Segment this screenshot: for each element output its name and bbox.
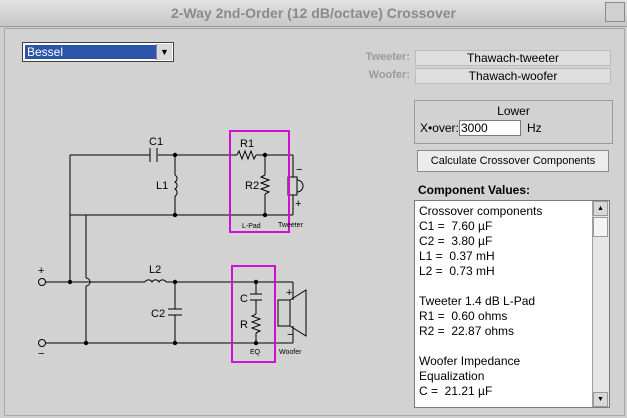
woofer-label: Woofer:: [368, 69, 410, 81]
eq-label: EQ: [250, 349, 261, 356]
l2-label: L2: [149, 264, 161, 276]
tweeter-field[interactable]: Thawach-tweeter: [415, 50, 611, 66]
r-label: R: [240, 319, 248, 331]
component-lines: Crossover components C1 = 7.60 µF C2 = 3…: [419, 204, 589, 399]
woofer-minus-label: −: [287, 329, 293, 341]
tweeter-plus-label: +: [295, 198, 301, 210]
list-item: R2 = 22.87 ohms: [419, 324, 515, 338]
woofer-field[interactable]: Thawach-woofer: [415, 68, 611, 84]
crossover-frequency-group: Lower X•over: 3000 Hz: [414, 100, 613, 144]
scroll-down-icon[interactable]: ▼: [593, 392, 608, 407]
woofer-schematic-label: Woofer: [279, 349, 302, 356]
scroll-up-icon[interactable]: ▲: [593, 201, 608, 216]
eq-highlight: [231, 265, 276, 363]
list-item: L2 = 0.73 mH: [419, 264, 495, 278]
tweeter-label: Tweeter:: [365, 51, 410, 63]
l1-label: L1: [156, 180, 168, 192]
crossover-frequency-input[interactable]: 3000: [459, 120, 521, 136]
list-item: C2 = 3.80 µF: [419, 234, 493, 248]
list-item: C = 21.21 µF: [419, 384, 493, 398]
input-minus-label: −: [38, 348, 44, 360]
component-list-scrollbar[interactable]: ▲ ▼: [592, 201, 609, 407]
list-item: Equalization: [419, 369, 485, 383]
chevron-down-icon[interactable]: ▼: [156, 44, 172, 60]
lpad-highlight: [229, 130, 290, 233]
calculate-components-button[interactable]: Calculate Crossover Components: [417, 150, 609, 172]
list-item: L1 = 0.37 mH: [419, 249, 495, 263]
crossover-label: X•over:: [420, 121, 459, 135]
window-close-button[interactable]: [605, 2, 625, 22]
filter-type-value: Bessel: [25, 45, 157, 59]
c-label: C: [240, 293, 248, 305]
lpad-label: L-Pad: [242, 223, 261, 230]
r1-label: R1: [240, 138, 254, 150]
window-title: 2-Way 2nd-Order (12 dB/octave) Crossover: [170, 5, 456, 21]
crossover-heading: Lower: [497, 104, 530, 118]
scroll-thumb[interactable]: [593, 217, 608, 237]
crossover-unit: Hz: [527, 121, 542, 135]
tweeter-schematic-label: Tweeter: [278, 222, 304, 229]
input-plus-label: +: [38, 265, 44, 277]
c2-label: C2: [151, 308, 165, 320]
component-values-heading: Component Values:: [418, 183, 531, 197]
woofer-plus-label: +: [286, 287, 292, 299]
list-item: Tweeter 1.4 dB L-Pad: [419, 294, 536, 308]
component-values-list[interactable]: Crossover components C1 = 7.60 µF C2 = 3…: [414, 200, 610, 408]
filter-type-select[interactable]: Bessel ▼: [22, 42, 174, 62]
list-item: Woofer Impedance: [419, 354, 521, 368]
list-item: C1 = 7.60 µF: [419, 219, 493, 233]
window-title-bar: 2-Way 2nd-Order (12 dB/octave) Crossover: [0, 0, 627, 27]
tweeter-minus-label: −: [296, 164, 302, 176]
list-item: R1 = 0.60 ohms: [419, 309, 508, 323]
r2-label: R2: [245, 180, 259, 192]
c1-label: C1: [149, 136, 163, 148]
list-item: Crossover components: [419, 204, 543, 218]
